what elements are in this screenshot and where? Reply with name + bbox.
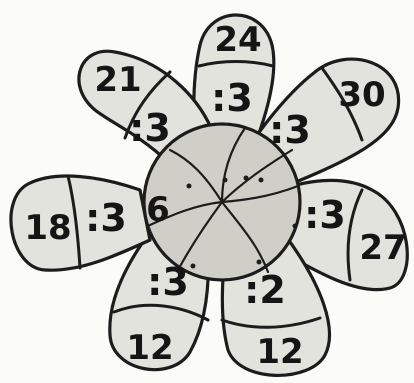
petal-operation: :2: [244, 268, 286, 312]
center-dot: [257, 260, 262, 265]
petal-number: 21: [94, 60, 141, 100]
petal-operation: :3: [304, 193, 346, 237]
petal-operation: :3: [129, 106, 171, 150]
center-answer: 6: [146, 190, 170, 230]
petal-number: 18: [24, 208, 71, 248]
petal-number: 30: [338, 75, 385, 115]
petal-number: 12: [256, 332, 303, 372]
petal-number: 12: [126, 328, 173, 368]
petal-operation: :3: [147, 260, 189, 304]
center-dot: [187, 184, 192, 189]
center-dot: [223, 178, 228, 183]
petal-operation: :3: [85, 196, 127, 240]
center-dot: [191, 264, 196, 269]
center-dot: [293, 224, 298, 229]
center-dot: [259, 178, 264, 183]
petal-number: 24: [214, 20, 261, 60]
petal-operation: :3: [269, 108, 311, 152]
petal-operation: :3: [211, 76, 253, 120]
petal-number: 27: [359, 228, 406, 268]
center-dot: [244, 176, 249, 181]
